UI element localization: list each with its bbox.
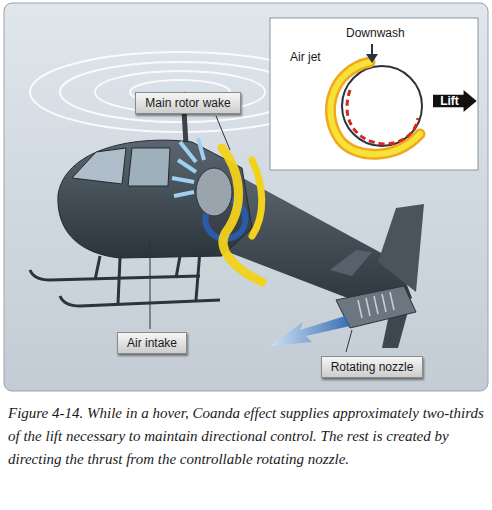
boom-section [342, 66, 422, 146]
background-panel [4, 3, 488, 391]
callout-box: Rotating nozzle [321, 356, 424, 378]
intake-air [172, 138, 204, 196]
fan [196, 168, 232, 216]
part-label: Air jet [290, 50, 321, 64]
cockpit-window [72, 148, 126, 184]
vertical-fin [378, 204, 424, 292]
figure-caption: Figure 4-14. While in a hover, Coanda ef… [8, 402, 486, 471]
lift-arrow: Lift [433, 90, 477, 112]
skids [30, 250, 220, 306]
node-text: Lift [440, 94, 459, 108]
node-text: Main rotor wake [145, 96, 230, 110]
downwash-arrow [366, 54, 378, 63]
airflow [330, 62, 420, 154]
rotor-wake [252, 160, 262, 236]
node-text: Rotating nozzle [331, 360, 414, 374]
callout-box: Air intake [117, 332, 187, 354]
rotor-wake [222, 148, 262, 282]
inset-panel [270, 18, 478, 170]
thrust-arrow [270, 316, 350, 346]
cabin-window [128, 148, 170, 186]
callout-box: Main rotor wake [135, 92, 240, 114]
part-label: Downwash [346, 26, 405, 40]
node-text: Air intake [127, 336, 177, 350]
stabilizer [330, 250, 372, 276]
air-jet-flow [347, 90, 418, 144]
rotating-nozzle [336, 286, 416, 328]
airflow [330, 62, 420, 154]
